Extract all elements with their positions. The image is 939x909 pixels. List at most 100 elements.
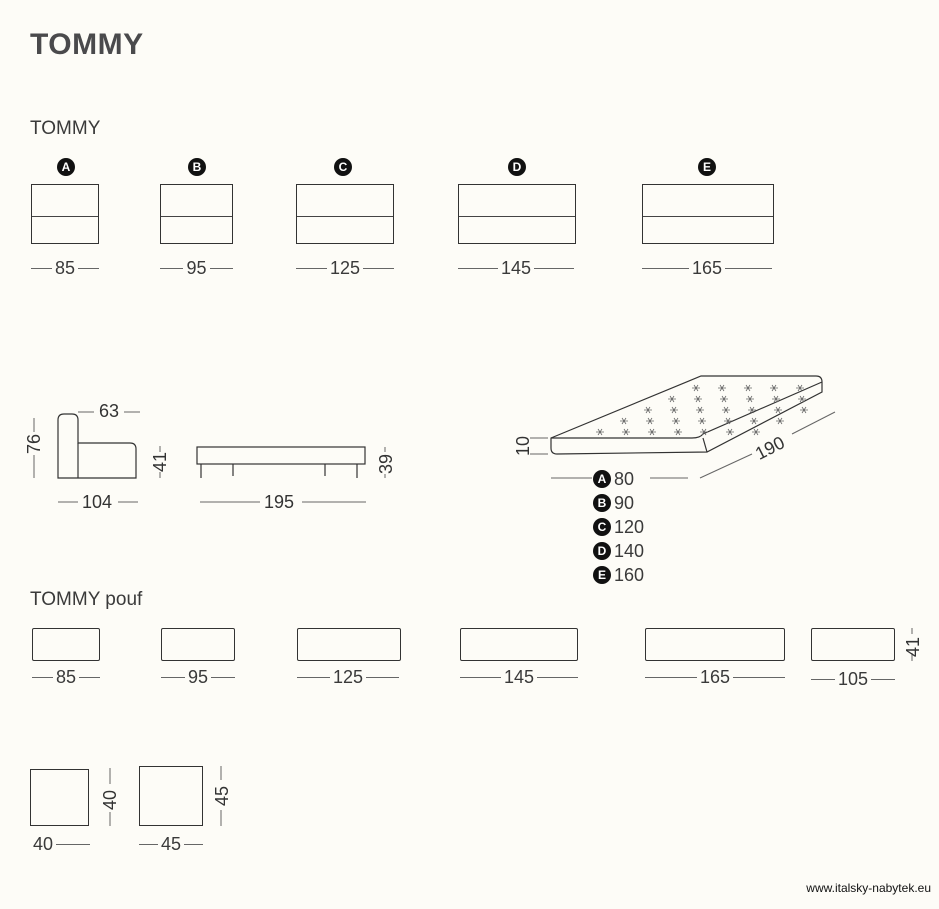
cube-45-width-dim: 45: [139, 834, 203, 855]
pouf-width-6-dim: 105: [811, 669, 896, 690]
tuft-mark: [750, 417, 758, 425]
sofa-width-a-dim: 85: [31, 258, 99, 279]
variant-badge-c: C: [334, 158, 352, 176]
mattress-badge-a: A: [593, 470, 611, 488]
mattress-width-a-value: 80: [614, 468, 635, 489]
tuft-mark: [668, 395, 676, 403]
sofa-width-c-dim: 125: [296, 258, 395, 279]
seat-depth-value: 63: [99, 401, 120, 421]
mattress-width-a: A 80: [593, 467, 644, 491]
mattress-width-d: D 140: [593, 539, 644, 563]
variant-badge-d: D: [508, 158, 526, 176]
bed-frame-shape: [196, 446, 366, 465]
pouf-height-value: 41: [903, 636, 923, 657]
tuft-mark: [748, 406, 756, 414]
side-view-sofa-shape: [57, 413, 137, 479]
pouf-width-2: 95: [187, 667, 209, 687]
tuft-mark: [648, 428, 656, 436]
tuft-mark: [722, 406, 730, 414]
variant-badge-b: B: [188, 158, 206, 176]
mattress-badge-c: C: [593, 518, 611, 536]
mattress-badge-b: B: [593, 494, 611, 512]
cube-45-width: 45: [160, 834, 182, 854]
tuft-mark: [718, 384, 726, 392]
tuft-mark: [746, 395, 754, 403]
tuft-mark: [798, 395, 806, 403]
mattress-tufting: [596, 384, 808, 436]
seat-height-value: 41: [150, 451, 170, 472]
pouf-width-2-dim: 95: [161, 667, 235, 688]
mattress-thickness-value: 10: [513, 435, 533, 456]
sofa-width-a: 85: [54, 258, 76, 278]
tuft-mark: [622, 428, 630, 436]
tuft-mark: [700, 428, 708, 436]
sofa-variant-a-shape: [31, 184, 99, 244]
tuft-mark: [596, 428, 604, 436]
cube-40-width: 40: [33, 834, 54, 854]
sofa-width-d-dim: 145: [458, 258, 575, 279]
sofa-width-d: 145: [500, 258, 532, 278]
mattress-width-list: A 80 B 90 C 120 D 140 E 160: [593, 467, 644, 587]
mattress-width-e-value: 160: [614, 564, 645, 585]
mattress-badge-d: D: [593, 542, 611, 560]
cube-40-height: 40: [100, 789, 120, 810]
tuft-mark: [796, 384, 804, 392]
tuft-mark: [752, 428, 760, 436]
pouf-shape-6: [811, 628, 895, 661]
pouf-width-5: 165: [699, 667, 731, 687]
mattress-width-b: B 90: [593, 491, 644, 515]
sofa-width-c: 125: [329, 258, 361, 278]
sofa-width-e: 165: [691, 258, 723, 278]
sofa-width-b: 95: [186, 258, 207, 278]
tuft-mark: [744, 384, 752, 392]
pouf-section-label: TOMMY pouf: [30, 589, 143, 610]
tuft-mark: [670, 406, 678, 414]
tuft-mark: [692, 384, 700, 392]
tuft-mark: [694, 395, 702, 403]
pouf-width-4-dim: 145: [460, 667, 579, 688]
mattress-width-b-value: 90: [614, 492, 635, 513]
sofa-section-label: TOMMY: [30, 118, 101, 139]
pouf-width-3: 125: [332, 667, 364, 687]
tuft-mark: [646, 417, 654, 425]
page-title: TOMMY: [30, 28, 144, 61]
mattress-badge-e: E: [593, 566, 611, 584]
sofa-height-value: 76: [24, 433, 44, 454]
tuft-mark: [644, 406, 652, 414]
tuft-mark: [776, 417, 784, 425]
pouf-width-3-dim: 125: [297, 667, 400, 688]
bed-length-value: 195: [264, 492, 295, 512]
pouf-width-1: 85: [55, 667, 77, 687]
sofa-variant-c-shape: [296, 184, 394, 244]
pouf-shape-3: [297, 628, 401, 661]
cube-45-height: 45: [212, 785, 232, 806]
footer-url[interactable]: www.italsky-nabytek.eu: [806, 881, 931, 895]
sofa-variant-e-shape: [642, 184, 774, 244]
sofa-depth-value: 104: [82, 492, 113, 512]
pouf-width-4: 145: [503, 667, 535, 687]
pouf-width-6: 105: [837, 669, 869, 689]
cube-40-width-dim: 40: [30, 834, 90, 855]
tuft-mark: [698, 417, 706, 425]
variant-badge-e: E: [698, 158, 716, 176]
tuft-mark: [672, 417, 680, 425]
tuft-mark: [800, 406, 808, 414]
cube-40-shape: [30, 769, 89, 826]
mattress-width-c: C 120: [593, 515, 644, 539]
tuft-mark: [620, 417, 628, 425]
sofa-variant-b-shape: [160, 184, 233, 244]
pouf-width-1-dim: 85: [32, 667, 100, 688]
bed-height-value: 39: [376, 453, 396, 474]
tuft-mark: [720, 395, 728, 403]
pouf-shape-4: [460, 628, 578, 661]
tuft-mark: [696, 406, 704, 414]
sofa-width-b-dim: 95: [160, 258, 233, 279]
mattress-width-e: E 160: [593, 563, 644, 587]
pouf-width-5-dim: 165: [645, 667, 786, 688]
tuft-mark: [726, 428, 734, 436]
tuft-mark: [774, 406, 782, 414]
tuft-mark: [772, 395, 780, 403]
mattress-width-d-value: 140: [614, 540, 645, 561]
pouf-shape-2: [161, 628, 235, 661]
mattress-shape: [550, 375, 823, 455]
